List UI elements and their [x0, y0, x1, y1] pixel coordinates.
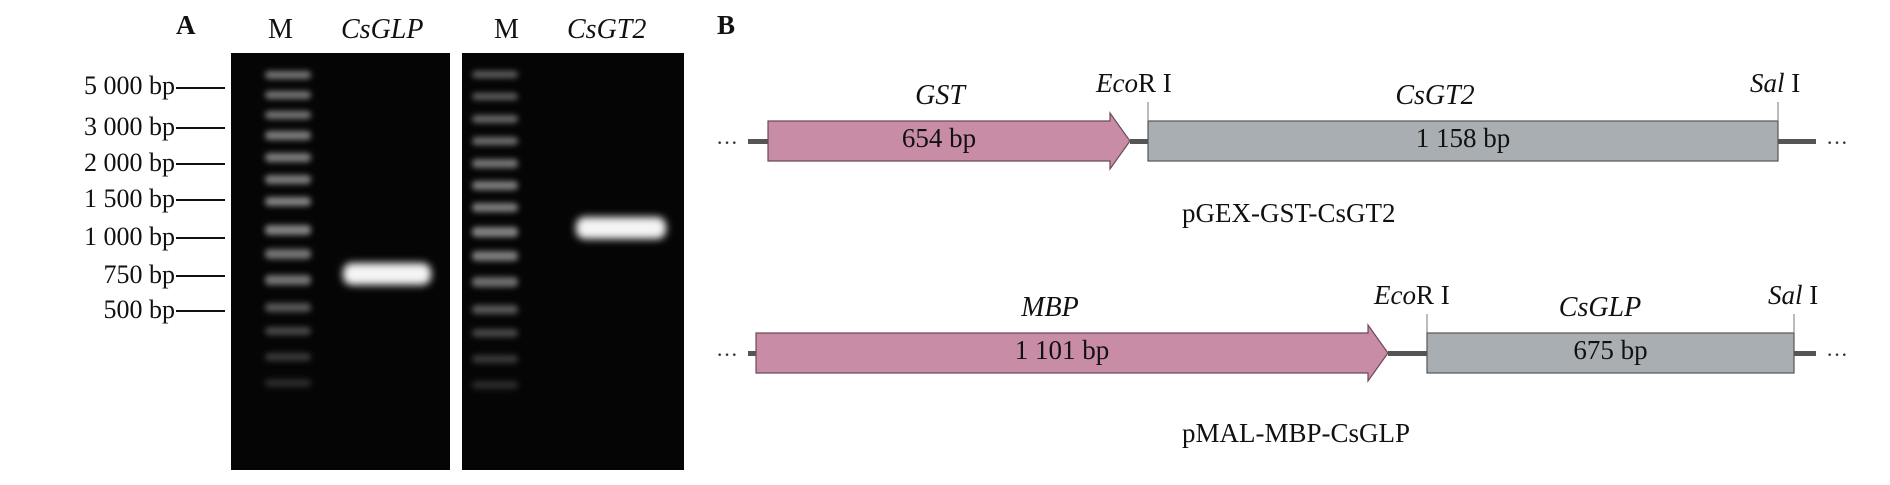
- construct2-sali-label: Sal I: [1768, 280, 1818, 311]
- construct2-name: pMAL-MBP-CsGLP: [1182, 418, 1411, 448]
- construct2-gene-box: [1426, 332, 1795, 374]
- construct2-gene-size: 675 bp: [1573, 335, 1648, 365]
- construct1-backbone-right: [1778, 139, 1816, 144]
- construct2-ellipsis-right: ···: [1826, 342, 1848, 367]
- construct1-sali-rest: I: [1784, 68, 1801, 98]
- gel-image-csgt2: [462, 53, 684, 470]
- gel2-marker-lane-label: M: [494, 14, 519, 45]
- gel1-ladder-bands: [265, 71, 311, 387]
- construct1-ecori-rest: R I: [1137, 68, 1172, 98]
- gel2-sample-lane-label: CsGT2: [567, 14, 647, 45]
- construct1-backbone-left: [748, 139, 768, 144]
- construct2-sali-rest: I: [1802, 280, 1819, 310]
- construct1-ecori-label: EcoR I: [1096, 68, 1172, 99]
- construct1-sali-label: Sal I: [1750, 68, 1800, 99]
- ladder-label-1000: 1 000 bp: [84, 222, 175, 251]
- construct1-tag-name: GST: [915, 80, 965, 111]
- construct1-tag-size: 654 bp: [901, 123, 977, 153]
- construct2-ellipsis-left: ···: [716, 342, 738, 367]
- ladder-label-3000: 3 000 bp: [84, 112, 175, 141]
- ladder-tick-1000: [176, 237, 225, 239]
- panel-b-letter: B: [717, 10, 736, 40]
- ladder-label-2000: 2 000 bp: [84, 148, 175, 177]
- gel1-marker-lane-label: M: [268, 14, 293, 45]
- ladder-tick-750: [176, 275, 225, 277]
- ladder-label-1500: 1 500 bp: [84, 184, 175, 213]
- construct2-ecori-rest: R I: [1415, 280, 1450, 310]
- construct-diagrams: ··· ··· ··· ···: [716, 102, 1848, 383]
- construct2-tag-arrow: [755, 323, 1389, 383]
- construct2-ecori-label: EcoR I: [1374, 280, 1450, 311]
- construct1-gene-size: 1 158 bp: [1415, 123, 1511, 153]
- gel-image-csglp: [231, 53, 450, 470]
- construct1-name: pGEX-GST-CsGT2: [1182, 198, 1396, 228]
- gel1-background: [231, 53, 450, 470]
- gel1-sample-lane-label: CsGLP: [341, 14, 424, 45]
- ladder-label-500: 500 bp: [103, 295, 176, 324]
- construct1-ellipsis-right: ···: [1826, 130, 1848, 155]
- construct1-tag-arrow: [767, 111, 1131, 171]
- gel2-product-band: [576, 217, 666, 239]
- construct1-ecori-italic: Eco: [1096, 68, 1138, 98]
- ladder-tick-2000: [176, 163, 225, 165]
- ladder-label-5000: 5 000 bp: [84, 71, 175, 100]
- ladder-label-750: 750 bp: [103, 260, 176, 289]
- construct1-backbone-mid: [1130, 139, 1148, 144]
- construct2-ecori-italic: Eco: [1374, 280, 1416, 310]
- ladder-tick-3000: [176, 127, 225, 129]
- panel-a-letter: A: [176, 10, 196, 40]
- construct2-tag-name: MBP: [1021, 292, 1079, 323]
- construct1-ellipsis-left: ···: [716, 130, 738, 155]
- construct1-gene-name: CsGT2: [1395, 80, 1475, 111]
- construct2-gene-name: CsGLP: [1558, 292, 1642, 323]
- ladder-tick-5000: [176, 87, 225, 89]
- construct2-backbone-right: [1794, 351, 1816, 356]
- ladder-tick-500: [176, 310, 225, 312]
- construct1-gene-box: [1147, 120, 1779, 162]
- construct2-tag-size: 1 101 bp: [1014, 335, 1110, 365]
- gel2-ladder-bands: [472, 71, 518, 389]
- construct2-sali-italic: Sal: [1768, 280, 1803, 310]
- construct1-sali-italic: Sal: [1750, 68, 1785, 98]
- construct2-backbone-mid: [1388, 351, 1427, 356]
- gel1-product-band: [343, 263, 431, 285]
- ladder-tick-1500: [176, 199, 225, 201]
